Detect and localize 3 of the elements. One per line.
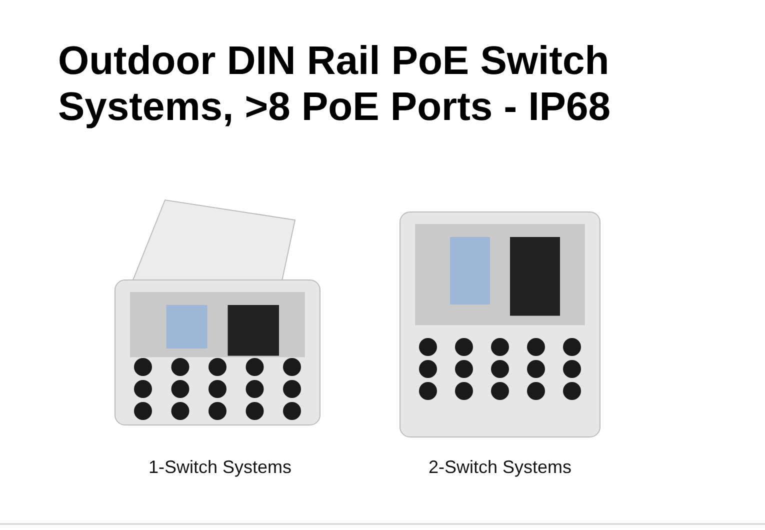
photo-caption: 1-Switch Systems (147, 457, 293, 478)
photo-caption: 2-Switch Systems (427, 457, 573, 478)
slide-title: Outdoor DIN Rail PoE Switch Systems, >8 PoE Ports - IP68 (58, 38, 612, 130)
